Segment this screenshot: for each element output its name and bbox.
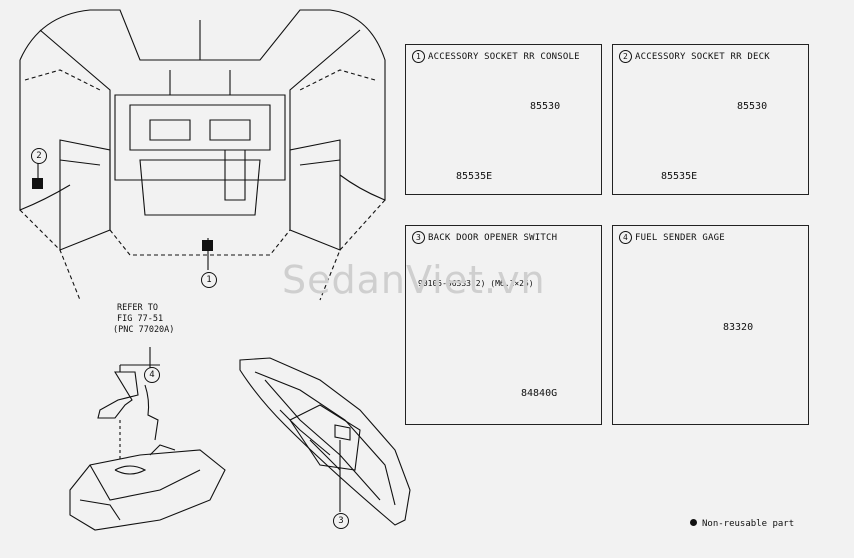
callout-1: 1 (201, 272, 217, 288)
panel-number: 1 (412, 50, 425, 63)
legend-text: Non-reusable part (702, 519, 795, 529)
callout-3: 3 (333, 513, 349, 529)
panel-number: 2 (619, 50, 632, 63)
part-number: 83320 (723, 322, 754, 333)
location-marker-2 (32, 178, 43, 189)
part-number: 84840G (521, 388, 558, 399)
part-number: 90105-06333(2) (M6.1×25) (418, 279, 534, 288)
panel-title-text: FUEL SENDER GAGE (635, 233, 725, 243)
watermark: SedanViet.vn (282, 258, 546, 302)
refer-line-2: FIG 77-51 (117, 314, 164, 324)
refer-line-1: REFER TO (117, 303, 158, 313)
non-reusable-dot-icon (690, 519, 697, 526)
part-number: 85535E (456, 171, 493, 182)
part-number: 85530 (737, 101, 768, 112)
callout-2: 2 (31, 148, 47, 164)
panel-number: 4 (619, 231, 632, 244)
panel-title-text: ACCESSORY SOCKET RR CONSOLE (428, 52, 580, 62)
callout-4: 4 (144, 367, 160, 383)
legend: Non-reusable part (690, 519, 794, 529)
panel-title-text: BACK DOOR OPENER SWITCH (428, 233, 558, 243)
location-marker-1 (202, 240, 213, 251)
refer-line-3: (PNC 77020A) (113, 325, 175, 335)
panel-title-text: ACCESSORY SOCKET RR DECK (635, 52, 770, 62)
panel-number: 3 (412, 231, 425, 244)
part-number: 85530 (530, 101, 561, 112)
part-number: 85535E (661, 171, 698, 182)
